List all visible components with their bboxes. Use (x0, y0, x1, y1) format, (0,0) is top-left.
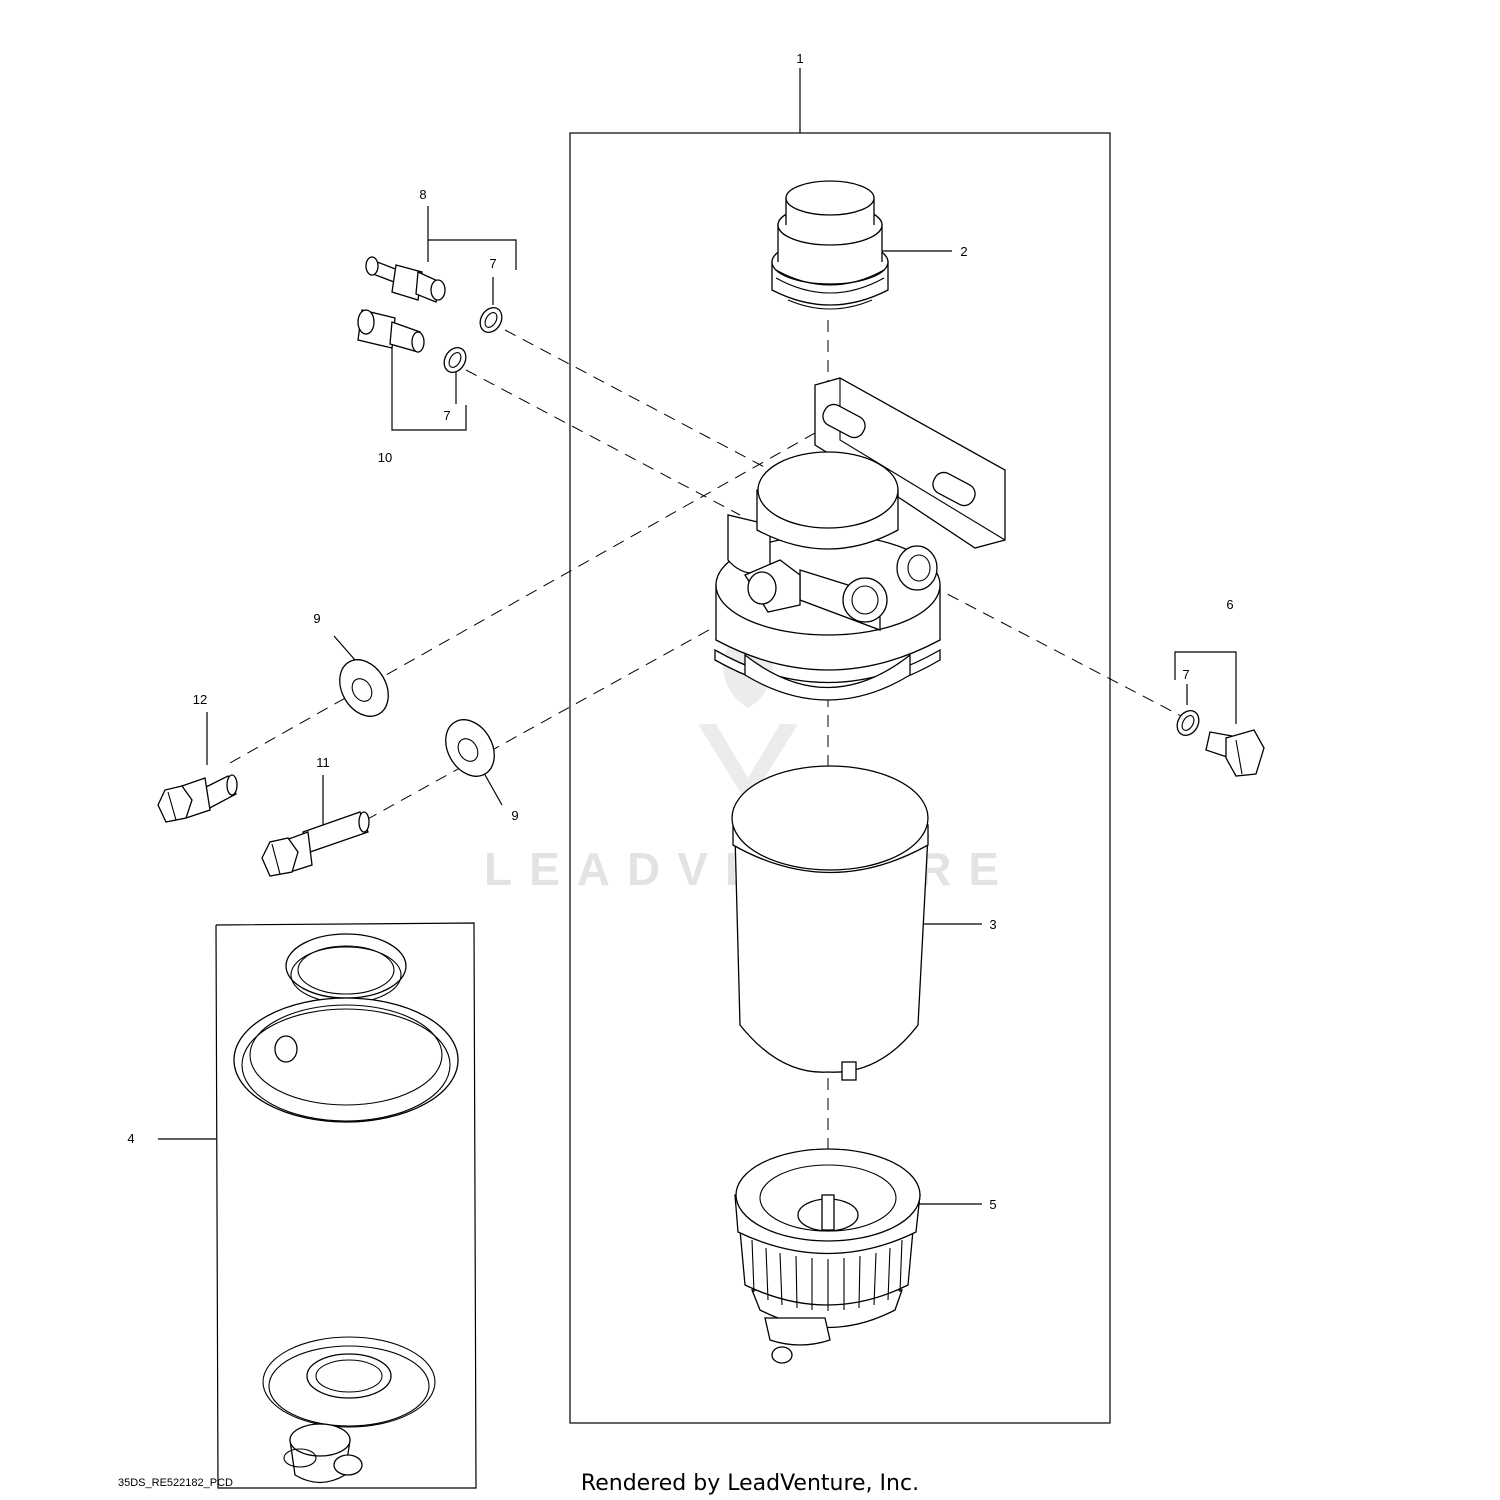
callout-9-upper: 9 (313, 611, 320, 626)
fitting-8-part (365, 256, 446, 303)
plug-6-part (1205, 729, 1265, 777)
bolt-12-part (157, 774, 238, 823)
callout-6: 6 (1226, 597, 1233, 612)
callout-9-lower: 9 (511, 808, 518, 823)
top-cap-part (771, 180, 889, 310)
assembly-frame (569, 132, 1111, 1424)
callout-1: 1 (796, 51, 803, 66)
filter-element-part (731, 765, 929, 1081)
callout-4: 4 (127, 1131, 134, 1146)
render-credit: Rendered by LeadVenture, Inc. (581, 1471, 919, 1496)
callout-5: 5 (989, 1197, 996, 1212)
filter-bowl-part (734, 1148, 921, 1364)
seal-kit-part (233, 933, 459, 1484)
callout-8: 8 (419, 187, 426, 202)
callout-10: 10 (378, 450, 392, 465)
callout-7-top: 7 (489, 256, 496, 271)
drawing-code: 35DS_RE522182_PCD (118, 1477, 233, 1489)
callout-7-right: 7 (1182, 667, 1189, 682)
o-rings-7 (443, 307, 1200, 736)
callout-2: 2 (960, 244, 967, 259)
callout-11: 11 (316, 755, 330, 770)
callout-3: 3 (989, 917, 996, 932)
fitting-10-part (357, 309, 425, 353)
kit-frame (215, 922, 477, 1489)
bolt-11-part (261, 811, 370, 877)
filter-head-housing (714, 377, 1006, 701)
callout-7-middle: 7 (443, 408, 450, 423)
leader-lines (158, 68, 1237, 1205)
washers-9 (339, 659, 495, 777)
callout-labels: 1 2 3 4 5 6 7 7 7 8 9 9 10 11 12 (127, 51, 1233, 1212)
callout-12: 12 (193, 692, 207, 707)
